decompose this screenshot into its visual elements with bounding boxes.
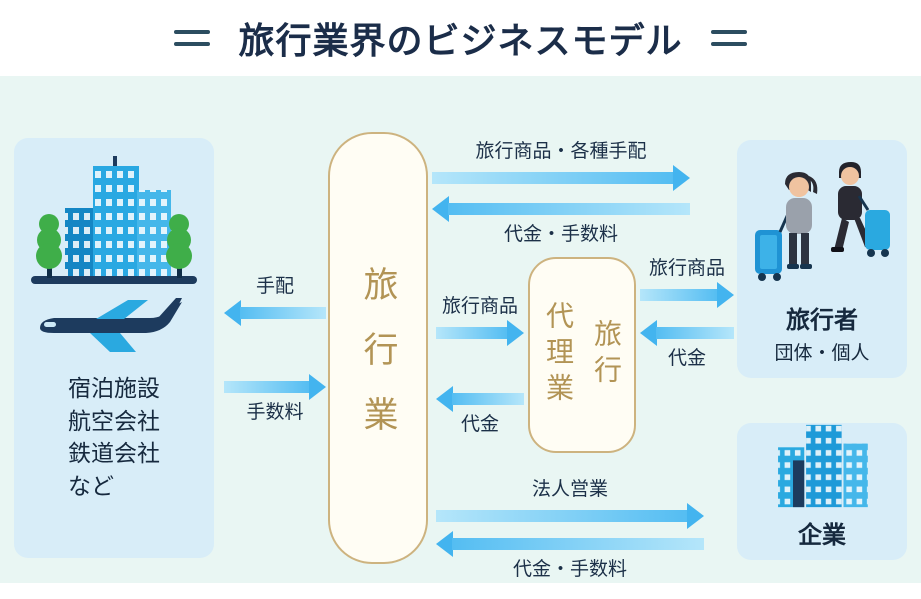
flow-commission: 手数料 (224, 374, 326, 426)
flow-payment-from-agency: 代金 (436, 386, 524, 438)
flow-label: 代金 (667, 348, 706, 369)
travel-industry-label: 旅行業 (358, 265, 398, 461)
flow-products-arrangements: 旅行商品・各種手配 (432, 139, 690, 191)
header: 旅行業界のビジネスモデル (0, 0, 921, 76)
company-label: 企業 (798, 522, 846, 549)
flow-payment-fees-bottom: 代金・手数料 (436, 531, 704, 583)
flow-label: 手数料 (246, 402, 304, 423)
right-arrow (640, 282, 734, 308)
footer-strip (0, 583, 921, 599)
supplier-line: など (68, 472, 114, 499)
buildings-icon (31, 156, 197, 284)
left-arrow (224, 300, 326, 326)
right-arrow (432, 165, 690, 191)
travelers-title: 旅行者 (786, 307, 858, 334)
right-arrow (224, 374, 326, 400)
right-arrow (436, 503, 704, 529)
flow-label: 代金・手数料 (503, 224, 618, 245)
flow-label: 旅行商品 (441, 296, 518, 317)
flow-arrangement: 手配 (224, 274, 326, 326)
suppliers-panel: 宿泊施設 航空会社 鉄道会社 など (14, 138, 214, 558)
flow-payment-fees-top: 代金・手数料 (432, 196, 690, 248)
airplane-icon (40, 298, 182, 352)
flow-label: 代金・手数料 (512, 559, 627, 580)
flow-corporate-sales: 法人営業 (436, 477, 704, 529)
travelers-panel: 旅行者 団体・個人 (737, 140, 907, 378)
flow-products-to-travelers: 旅行商品 (640, 256, 734, 308)
travel-agency-label-col1: 旅行 (591, 319, 622, 391)
office-building-icon (778, 424, 868, 508)
supplier-line: 航空会社 (68, 407, 160, 434)
flow-label: 旅行商品・各種手配 (475, 141, 647, 162)
travelers-icon (755, 162, 890, 281)
flow-payment-from-travelers: 代金 (640, 320, 734, 372)
left-arrow (432, 196, 690, 222)
flow-label: 代金 (460, 414, 499, 435)
right-arrow (436, 320, 524, 346)
travel-agency-label-col2: 代理業 (543, 301, 574, 409)
suppliers-label: 宿泊施設 航空会社 鉄道会社 など (68, 372, 160, 503)
title-decoration-left (174, 29, 211, 47)
supplier-line: 宿泊施設 (68, 375, 160, 401)
travel-industry-panel: 旅行業 (328, 132, 428, 564)
flow-label: 手配 (255, 276, 294, 297)
left-arrow (436, 386, 524, 412)
flow-label: 旅行商品 (648, 258, 725, 279)
company-panel: 企業 (737, 423, 907, 560)
page-title: 旅行業界のビジネスモデル (238, 20, 683, 61)
travelers-subtitle: 団体・個人 (774, 343, 870, 364)
title-decoration-right (710, 29, 747, 47)
flow-label: 法人営業 (531, 479, 608, 500)
supplier-line: 鉄道会社 (68, 440, 160, 467)
travel-agency-panel: 旅行 代理業 (528, 257, 636, 453)
left-arrow (640, 320, 734, 346)
travel-agency-label: 旅行 代理業 (534, 275, 630, 435)
flow-products-to-agency: 旅行商品 (436, 294, 524, 346)
left-arrow (436, 531, 704, 557)
